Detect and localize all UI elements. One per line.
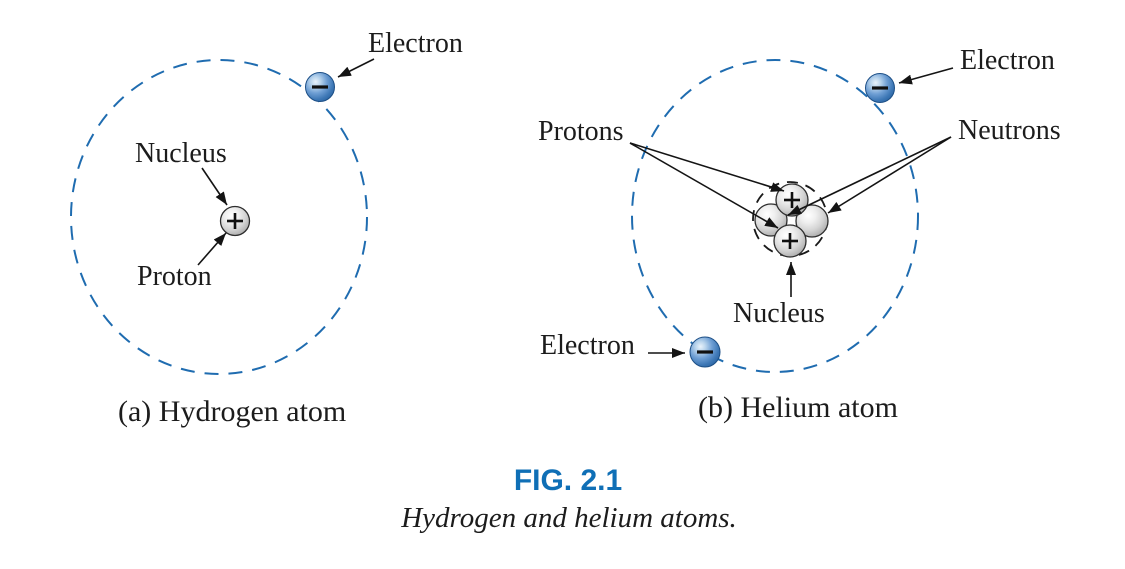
proton-a-label: Proton xyxy=(137,261,212,292)
figure-number: FIG. 2.1 xyxy=(513,464,623,497)
electron-b-bottom-label: Electron xyxy=(540,330,635,361)
figure-caption: Hydrogen and helium atoms. xyxy=(401,502,737,534)
protons-arrow-lower xyxy=(629,142,779,229)
electron-b-top-label: Electron xyxy=(960,45,1055,76)
electron-orbit-a xyxy=(70,59,368,375)
nucleus-a-label: Nucleus xyxy=(135,138,227,169)
protons-b-label: Protons xyxy=(538,116,624,147)
panel-b-helium xyxy=(629,59,954,373)
neutron-right-ball xyxy=(795,204,829,238)
proton-a-arrow xyxy=(197,232,227,266)
nucleus-b-label: Nucleus xyxy=(733,298,825,329)
neutrons-arrow-right xyxy=(827,136,952,214)
electron-a-arrow xyxy=(337,58,375,78)
panel-a-hydrogen xyxy=(70,58,375,375)
electron-b-top-arrow xyxy=(898,67,954,85)
neutrons-arrow-left xyxy=(787,136,952,216)
panel-b-caption: (b) Helium atom xyxy=(698,391,898,424)
protons-arrow-upper xyxy=(629,142,785,192)
nucleus-a-arrow xyxy=(201,167,228,206)
electron-a-label: Electron xyxy=(368,28,463,59)
electron-orbit-b xyxy=(631,59,919,373)
neutrons-b-label: Neutrons xyxy=(958,115,1061,146)
panel-a-caption: (a) Hydrogen atom xyxy=(118,395,347,428)
